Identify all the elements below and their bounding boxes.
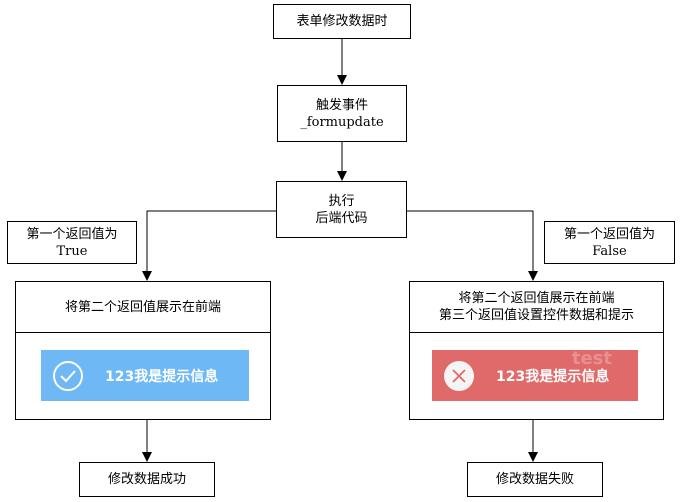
false-result-panel: 将第二个返回值展示在前端 第三个返回值设置控件数据和提示 123我是提示信息 t… xyxy=(409,281,664,420)
success-node: 修改数据成功 xyxy=(79,462,215,497)
arrow-execute-to-false-panel xyxy=(406,210,538,281)
success-toast: 123我是提示信息 xyxy=(41,350,249,401)
success-toast-message: 123我是提示信息 xyxy=(105,368,219,385)
true-panel-title: 将第二个返回值展示在前端 xyxy=(16,282,270,333)
error-toast: 123我是提示信息 test xyxy=(432,348,638,401)
true-note-line2: True xyxy=(56,243,88,259)
true-condition-note: 第一个返回值为 True xyxy=(7,221,137,264)
close-circle-icon xyxy=(444,360,474,391)
false-panel-title: 将第二个返回值展示在前端 第三个返回值设置控件数据和提示 xyxy=(410,282,663,333)
start-label: 表单修改数据时 xyxy=(296,14,388,29)
check-circle-icon xyxy=(53,360,83,391)
execute-node: 执行 后端代码 xyxy=(276,181,407,238)
false-note-line2: False xyxy=(592,243,627,259)
start-node: 表单修改数据时 xyxy=(273,4,411,39)
false-panel-title-line2: 第三个返回值设置控件数据和提示 xyxy=(438,308,634,323)
trigger-line2: _formupdate xyxy=(300,114,384,130)
execute-line2: 后端代码 xyxy=(315,210,368,226)
error-toast-message: 123我是提示信息 xyxy=(496,368,610,385)
arrow-execute-to-true-panel xyxy=(142,210,276,281)
true-panel-title-text: 将第二个返回值展示在前端 xyxy=(64,299,221,315)
false-condition-note: 第一个返回值为 False xyxy=(544,221,675,264)
execute-line1: 执行 xyxy=(328,193,355,209)
trigger-line1: 触发事件 xyxy=(315,97,368,113)
true-result-panel: 将第二个返回值展示在前端 123我是提示信息 xyxy=(15,281,271,420)
error-toast-ghost-text: test xyxy=(571,348,612,369)
failure-node: 修改数据失败 xyxy=(467,462,603,497)
trigger-node: 触发事件 _formupdate xyxy=(277,85,407,142)
false-panel-title-line1: 将第二个返回值展示在前端 xyxy=(458,291,615,306)
failure-label: 修改数据失败 xyxy=(495,472,574,487)
false-note-line1: 第一个返回值为 xyxy=(563,226,655,242)
true-note-line1: 第一个返回值为 xyxy=(26,226,118,242)
success-label: 修改数据成功 xyxy=(107,472,186,487)
